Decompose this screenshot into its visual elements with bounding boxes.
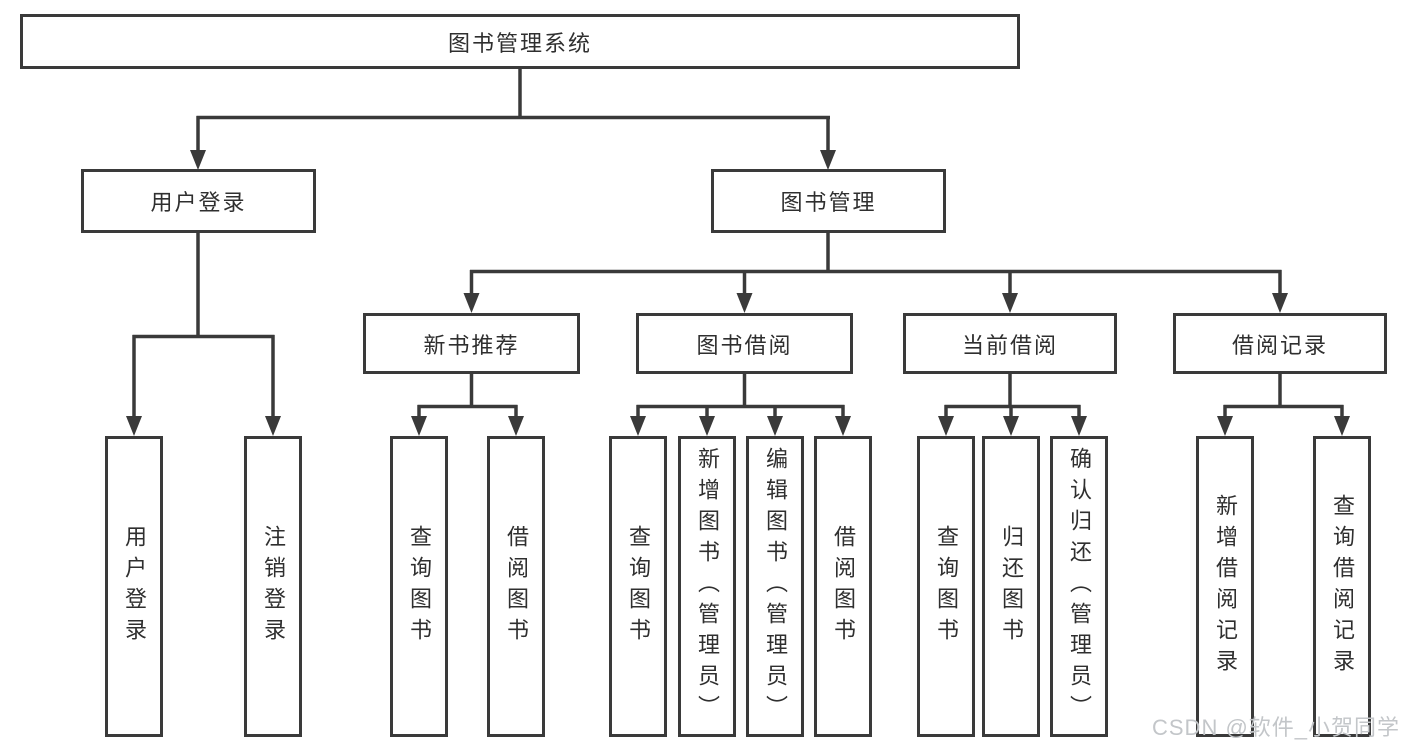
node-current-borrow: 当前借阅	[903, 313, 1117, 374]
leaf-borrow-books: 借阅图书	[814, 436, 872, 737]
node-borrow-records: 借阅记录	[1173, 313, 1387, 374]
leaf-user-login: 用户登录	[105, 436, 163, 737]
leaf-query-books-borrow-label: 查询图书	[626, 524, 651, 649]
connector-new-book-recommend-to-leaves	[411, 374, 524, 436]
node-new-book-recommend-label: 新书推荐	[423, 332, 520, 358]
connector-current-borrow-to-leaves	[938, 374, 1087, 436]
node-user-login: 用户登录	[81, 169, 316, 233]
leaf-query-books-recommend: 查询图书	[390, 436, 448, 737]
leaf-borrow-books-recommend: 借阅图书	[487, 436, 545, 737]
node-root: 图书管理系统	[20, 14, 1020, 69]
leaf-user-login-label: 用户登录	[122, 524, 147, 649]
leaf-borrow-books-recommend-label: 借阅图书	[504, 524, 529, 649]
leaf-logout: 注销登录	[244, 436, 302, 737]
leaf-confirm-return-admin-label: 确认归还（管理员）	[1067, 447, 1092, 726]
leaf-confirm-return-admin: 确认归还（管理员）	[1050, 436, 1108, 737]
node-book-borrow-label: 图书借阅	[696, 332, 793, 358]
connector-book-borrow-to-leaves	[630, 374, 851, 436]
node-new-book-recommend: 新书推荐	[363, 313, 580, 374]
leaf-return-books: 归还图书	[982, 436, 1040, 737]
leaf-add-books-admin: 新增图书（管理员）	[678, 436, 736, 737]
leaf-logout-label: 注销登录	[261, 524, 286, 649]
leaf-return-books-label: 归还图书	[999, 524, 1024, 649]
leaf-edit-books-admin-label: 编辑图书（管理员）	[763, 447, 788, 726]
leaf-add-books-admin-label: 新增图书（管理员）	[695, 447, 720, 726]
leaf-query-borrow-record: 查询借阅记录	[1313, 436, 1371, 737]
leaf-borrow-books-label: 借阅图书	[831, 524, 856, 649]
leaf-query-books-recommend-label: 查询图书	[407, 524, 432, 649]
node-book-borrow: 图书借阅	[636, 313, 853, 374]
node-borrow-records-label: 借阅记录	[1231, 332, 1328, 358]
node-user-login-label: 用户登录	[150, 190, 247, 215]
watermark: CSDN @软件_小贺同学	[1152, 715, 1401, 740]
connector-borrow-records-to-leaves	[1217, 374, 1350, 436]
leaf-query-books-current-label: 查询图书	[934, 524, 959, 649]
leaf-query-books-borrow: 查询图书	[609, 436, 667, 737]
leaf-edit-books-admin: 编辑图书（管理员）	[746, 436, 804, 737]
node-book-management-label: 图书管理	[780, 190, 877, 215]
leaf-query-borrow-record-label: 查询借阅记录	[1330, 493, 1355, 680]
node-book-management: 图书管理	[711, 169, 946, 233]
connector-user-login-to-leaves	[126, 233, 281, 436]
connector-root-to-level2	[190, 69, 836, 170]
node-current-borrow-label: 当前借阅	[961, 332, 1058, 358]
leaf-query-books-current: 查询图书	[917, 436, 975, 737]
connector-book-management-to-level3	[463, 233, 1288, 313]
leaf-add-borrow-record: 新增借阅记录	[1196, 436, 1254, 737]
node-root-label: 图书管理系统	[447, 30, 592, 56]
leaf-add-borrow-record-label: 新增借阅记录	[1213, 493, 1238, 680]
